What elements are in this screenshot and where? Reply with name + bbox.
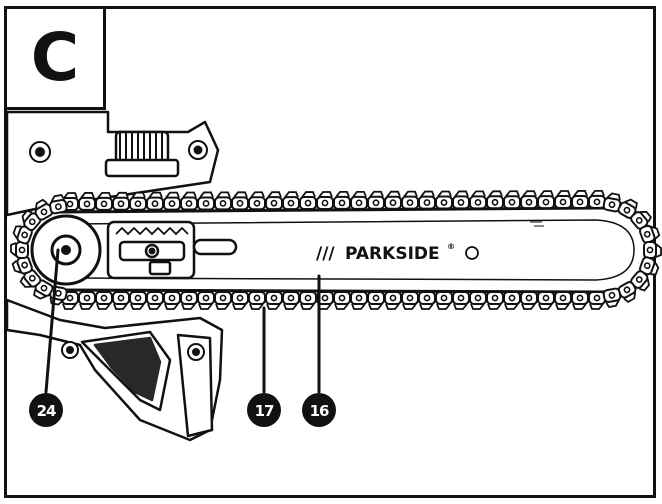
chain-link [367,190,385,210]
chain-link [78,291,96,310]
chain-link [486,291,504,310]
chain-link [95,191,113,211]
bar-clamp-plate [106,220,238,280]
chain-link [61,291,79,310]
chain-link [401,190,419,210]
chain-link [214,291,232,310]
callout-16: 16 [302,393,336,427]
chain-link [617,281,637,303]
brand-registered: ® [447,242,455,251]
chain-link [469,190,487,210]
callout-24: 24 [29,393,63,427]
chain-link [520,291,538,310]
chain-link [384,291,402,310]
callout-leaders [44,248,321,394]
chain-link [282,191,300,211]
housing-screws [29,140,208,361]
guide-bar-groove [69,219,635,281]
chain-link [617,198,638,219]
chain-link [231,291,249,310]
chain-link [146,191,164,211]
chain-link [265,191,283,211]
bar-rivet-icon [465,246,479,260]
chain-link [129,291,147,310]
chain-link [630,210,652,230]
chain-link [197,191,215,211]
chain-link [12,225,33,245]
chain-link [630,270,650,292]
chain-link [554,291,572,310]
chain-link [214,191,232,211]
chain-link [401,291,419,310]
chain-link [248,291,266,310]
callout-24-number: 24 [37,402,56,420]
chain-link [537,190,555,210]
callout-17-number: 17 [255,402,274,420]
chain-link [112,291,130,310]
chain-link [231,191,249,211]
chain-link [10,241,29,259]
chain-link [638,224,661,244]
chain-link [33,279,54,300]
chain-link [34,198,54,221]
chain-link [588,291,606,310]
chain-link [350,291,368,310]
chain-link [384,190,402,210]
brand-slashes: /// [316,244,335,264]
chain-link [163,291,181,310]
chain-link [282,291,300,310]
chain-link [554,190,572,210]
chain-link [537,291,555,310]
chain-link [571,190,589,209]
chain-link [265,291,283,310]
callout-17: 17 [247,393,281,427]
chain-link [435,190,453,210]
chain-link [350,190,368,210]
chain-link [197,291,215,310]
callout-16-number: 16 [310,402,329,420]
chain-link [333,291,351,310]
chain-link [248,191,266,211]
chain-link [503,291,521,310]
chain-link [520,190,538,210]
panel-label-box: C [4,6,106,110]
chain-link [452,190,470,210]
chain-link [588,189,606,209]
chain-link [571,291,589,310]
tension-knob [104,130,180,178]
chain-link [11,255,33,275]
parkside-logo: /// PARKSIDE ® [316,242,479,264]
bar-marking [530,221,544,227]
panel-letter: C [30,19,80,96]
chain-link [418,291,436,310]
chain-link [49,193,68,215]
chain-link [299,191,317,211]
brand-name: PARKSIDE [345,244,440,264]
chain-link [486,190,504,210]
chain-link [333,191,351,210]
chain-link [95,291,113,310]
chain-link [469,291,487,310]
chain-link [503,190,521,210]
chain-link [452,291,470,310]
chain-link [418,190,436,210]
chain-link [316,191,334,210]
chain-link [602,287,622,308]
chain-link [643,241,662,259]
chain-link [180,191,198,211]
chain-link [146,291,164,310]
chain-link [180,291,198,310]
chain-link [367,291,385,310]
sprocket [30,214,102,286]
chain-link [435,291,453,310]
chain-link [299,291,317,310]
saw-chain [10,189,662,310]
chain-link [129,191,147,211]
chain-link [163,191,181,211]
